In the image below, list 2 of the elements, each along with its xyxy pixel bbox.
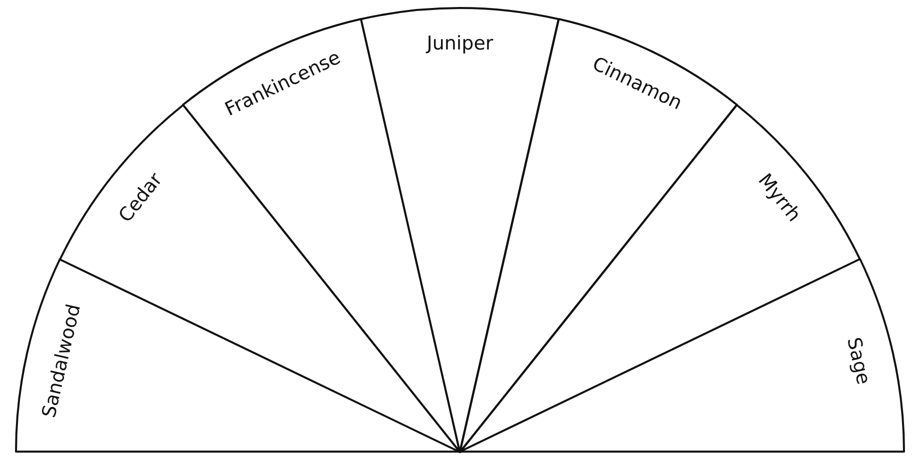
sector-label: Juniper [426,34,494,54]
sector-label: Sage [843,336,872,386]
